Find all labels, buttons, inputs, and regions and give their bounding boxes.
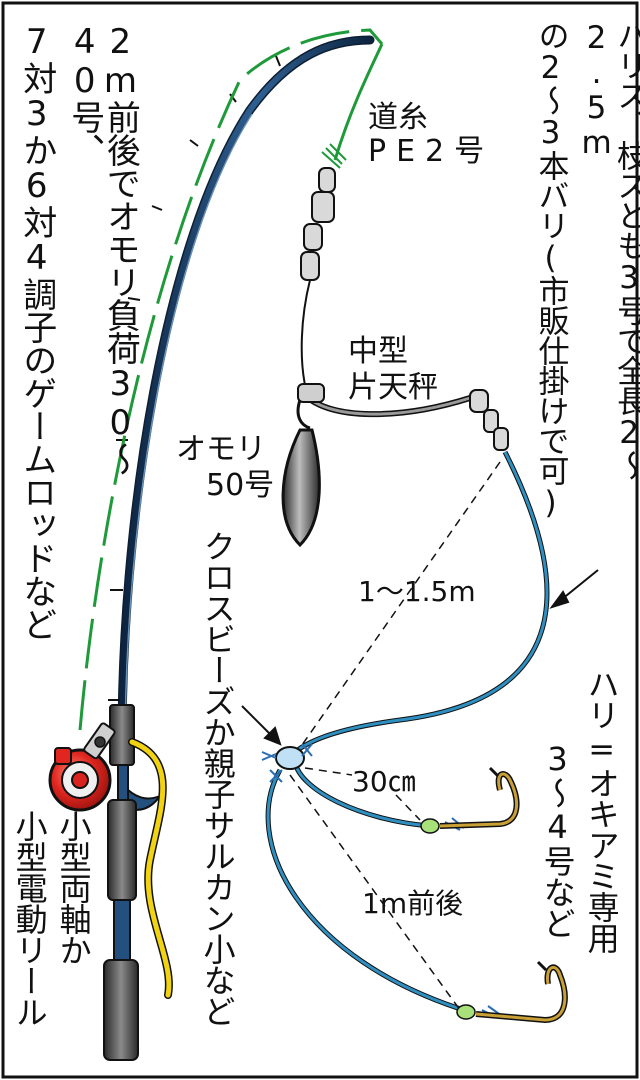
reel bbox=[48, 722, 116, 812]
hook-spec-line-1: ハリ=オキアミ専用 bbox=[582, 668, 621, 953]
rod-spec-line-1: 2m前後でオモリ負荷30〜40号、 bbox=[64, 22, 141, 475]
main-line-label-2: PE2号 bbox=[368, 134, 495, 169]
bead-label: クロスビーズか親子サルカン小など bbox=[198, 530, 237, 1026]
tenbin-label-1: 中型 bbox=[348, 334, 408, 369]
tenbin bbox=[296, 383, 509, 451]
upper-hook bbox=[420, 766, 520, 834]
leader-line bbox=[265, 450, 550, 1015]
lower-hook bbox=[456, 960, 568, 1024]
swivel-chain bbox=[300, 167, 336, 386]
reel-spec-line-2: 小型電動リール bbox=[10, 810, 49, 1027]
reel-spec-line-1: 小型両軸か bbox=[54, 810, 93, 965]
distance-label-main: 1〜1.5m bbox=[358, 575, 476, 608]
pointer-arrows bbox=[241, 569, 599, 746]
distance-guides bbox=[289, 461, 501, 1011]
main-line bbox=[78, 28, 384, 731]
reel-power-cord bbox=[128, 738, 173, 999]
harisu-spec-line-1: ハリス、枝スとも3号で全長2〜2.5m bbox=[578, 20, 640, 480]
rod bbox=[103, 35, 375, 1061]
tenbin-label-2: 片天秤 bbox=[348, 370, 438, 405]
harisu-spec-line-2: の2〜3本バリ(市販仕掛けで可) bbox=[532, 20, 569, 520]
distance-label-lower: 1m前後 bbox=[362, 887, 464, 920]
rod-spec-line-2: 7対3か6対4調子のゲームロッドなど bbox=[16, 22, 57, 640]
hook-spec-line-2: 3〜4号など bbox=[538, 740, 577, 938]
distance-label-branch: 30㎝ bbox=[352, 765, 416, 798]
sinker-label-2: 50号 bbox=[206, 468, 275, 503]
cross-bead bbox=[261, 743, 313, 783]
main-line-label-1: 道糸 bbox=[368, 100, 428, 135]
sinker bbox=[281, 428, 321, 548]
sinker-label-1: オモリ bbox=[176, 432, 266, 467]
